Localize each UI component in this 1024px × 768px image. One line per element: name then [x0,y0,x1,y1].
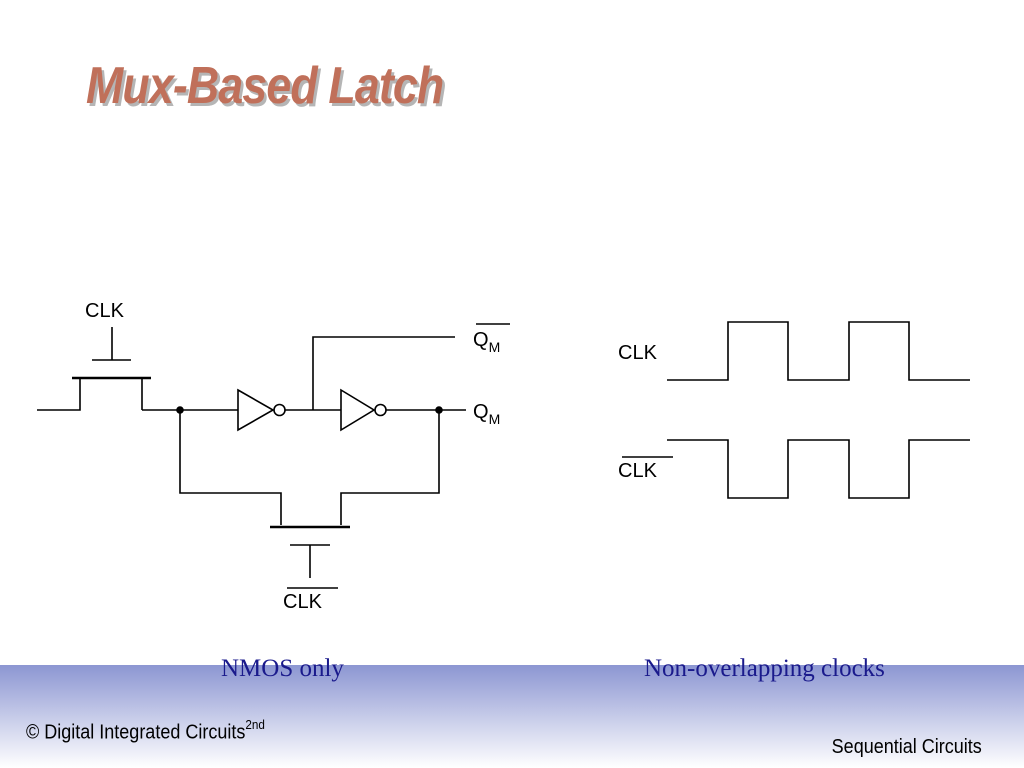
slide-title-text: Mux-Based Latch [86,57,444,115]
caption-nmos-only: NMOS only [221,655,344,682]
clk-gate-label: CLK [85,300,125,322]
slide-title-shadow: Mux-Based Latch [88,60,447,118]
pass-transistor-clk [37,327,151,411]
inverter-2 [340,388,387,432]
clkb-waveform-label: CLK [618,460,658,482]
junction-dot [435,406,443,414]
wires [142,336,466,525]
copyright-text: © Digital Integrated Circuits [26,721,246,744]
inverter-1 [237,388,286,432]
slide-title: Mux-Based Latch Mux-Based Latch [86,56,447,118]
footer-band [0,665,1024,768]
clkb-waveform [667,439,970,499]
clkb-gate-label: CLK [283,591,323,613]
edition-superscript: 2nd [245,717,265,732]
footer-chapter: Sequential Circuits [831,736,982,758]
clk-waveform [667,321,970,381]
caption-non-overlapping-clocks: Non-overlapping clocks [644,655,885,682]
qm-bar-label: QM [473,329,500,355]
qm-label: QM [473,401,500,427]
clk-waveform-label: CLK [618,342,658,364]
junction-dot [176,406,184,414]
footer-copyright: © Digital Integrated Circuits2nd [26,717,265,745]
feedback-transistor-clkb [270,525,350,578]
